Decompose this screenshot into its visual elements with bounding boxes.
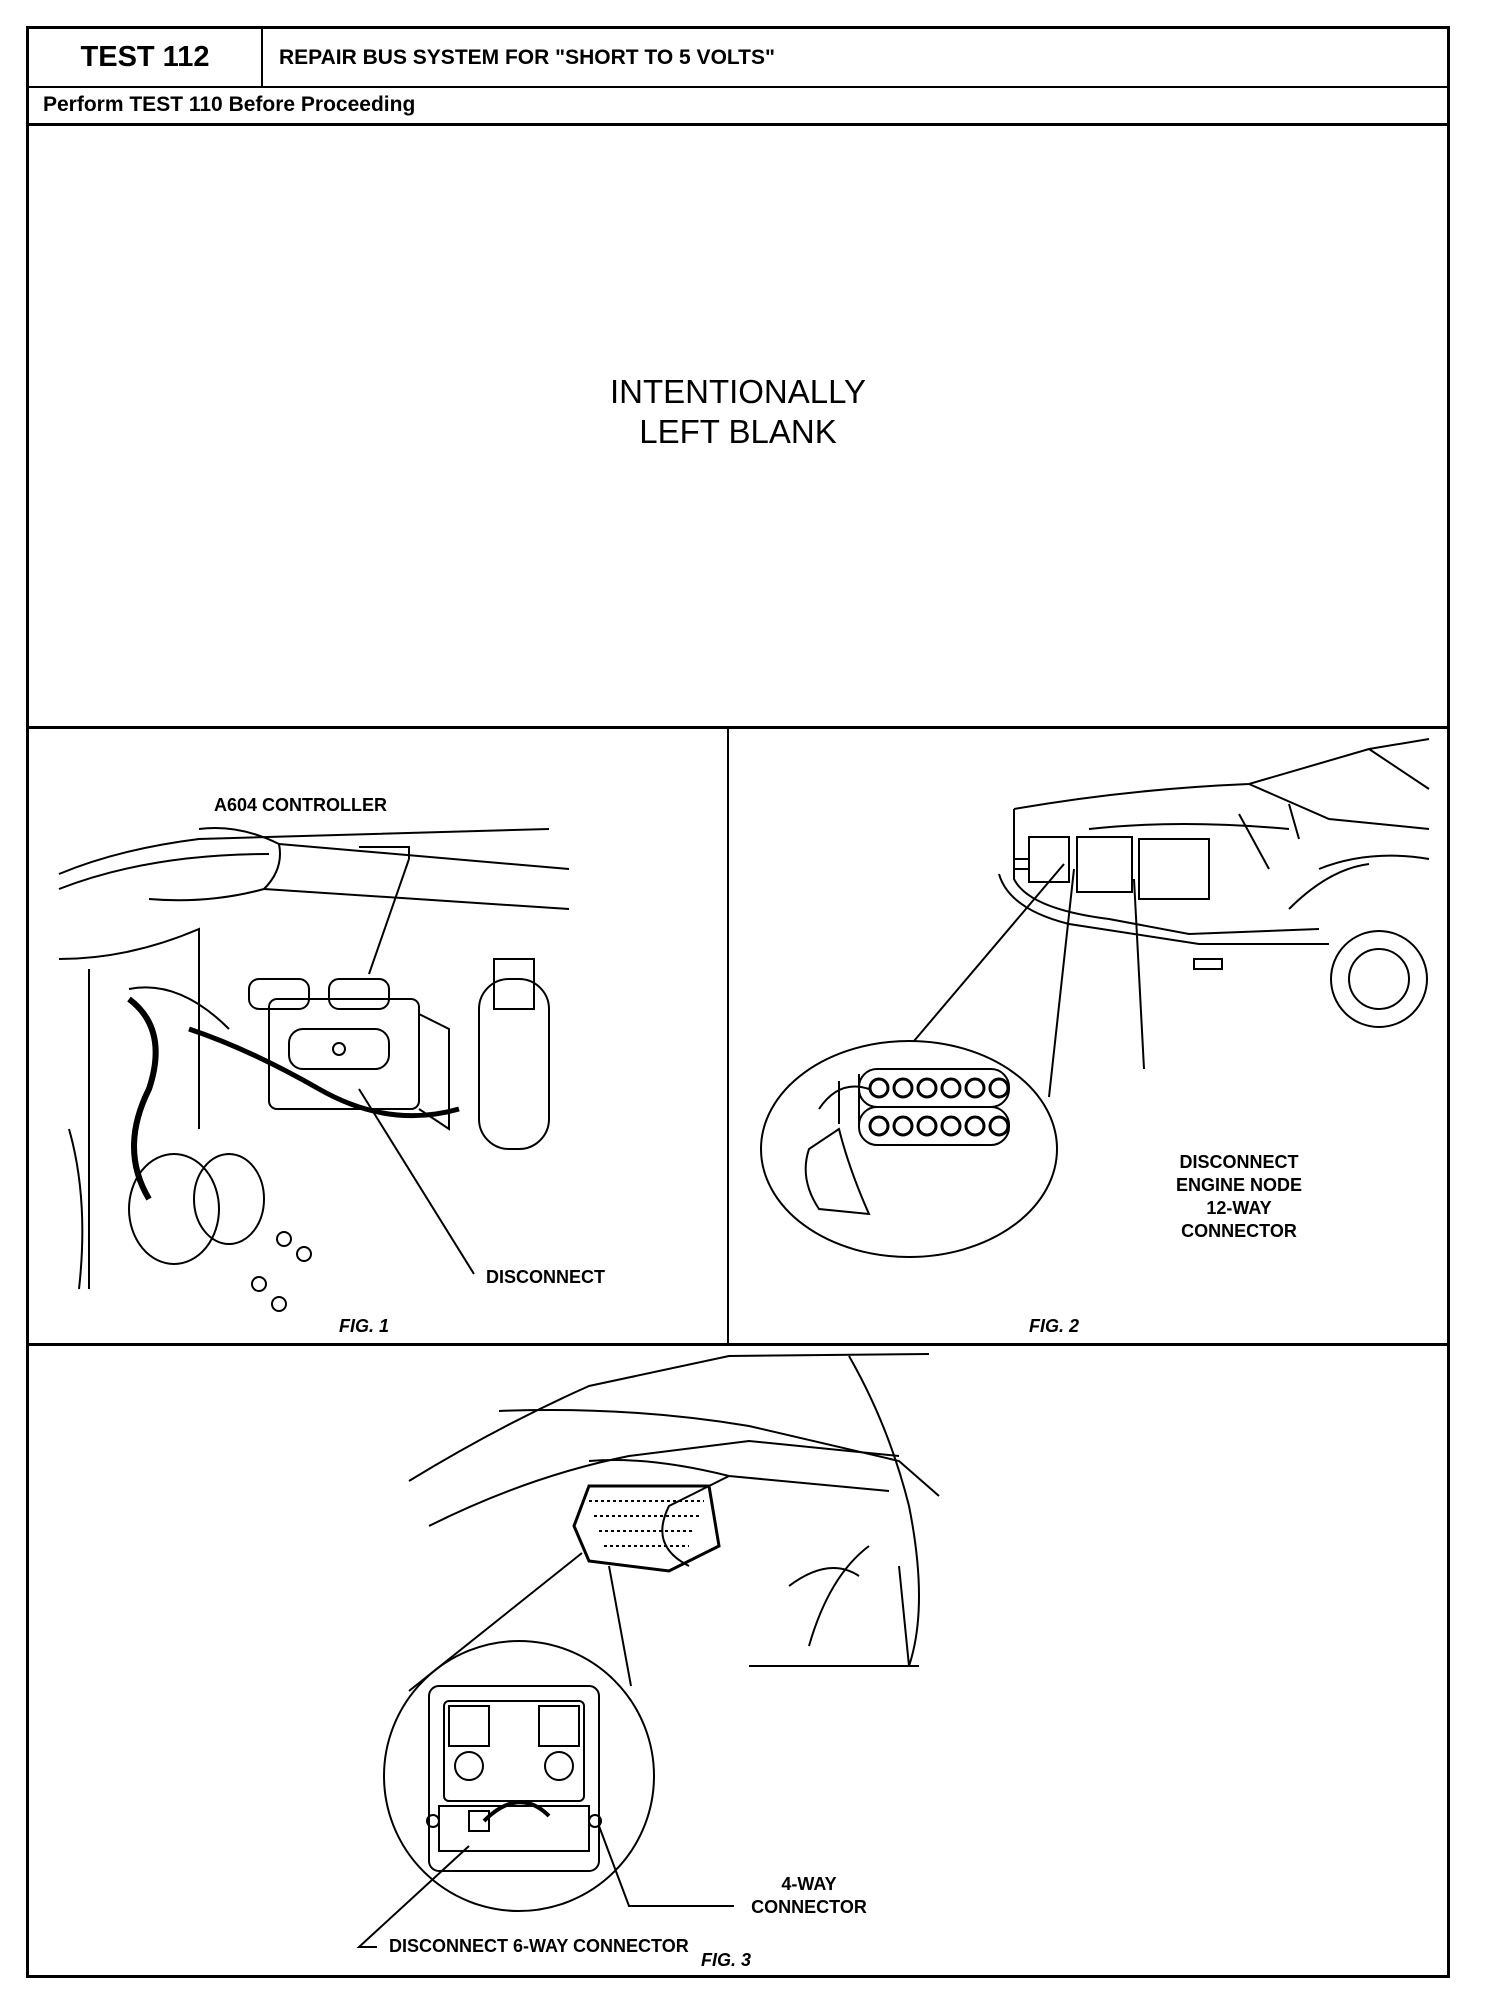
figure-2-panel: DISCONNECT ENGINE NODE 12-WAY CONNECTOR …: [729, 729, 1447, 1343]
label-4-way-connector: 4-WAY CONNECTOR: [751, 1874, 867, 1917]
label-disconnect: DISCONNECT: [486, 1267, 606, 1287]
caption-fig-1: FIG. 1: [339, 1316, 390, 1336]
caption-fig-3: FIG. 3: [701, 1950, 752, 1970]
blank-notice-line1: INTENTIONALLY: [609, 373, 867, 410]
figure-1-illustration: [58, 827, 570, 1312]
figure-1-panel: A604 CONTROLLER DISCONNECT FIG. 1: [29, 729, 729, 1343]
figure-3-panel: 4-WAY CONNECTOR DISCONNECT 6-WAY CONNECT…: [29, 1346, 1447, 1976]
header-row: TEST 112 REPAIR BUS SYSTEM FOR "SHORT TO…: [29, 29, 1447, 88]
blank-notice: INTENTIONALLY LEFT BLANK: [29, 372, 1447, 452]
figure-row: A604 CONTROLLER DISCONNECT FIG. 1: [29, 729, 1447, 1346]
blank-notice-line2: LEFT BLANK: [639, 413, 837, 450]
test-number: TEST 112: [29, 29, 263, 86]
test-title: REPAIR BUS SYSTEM FOR "SHORT TO 5 VOLTS": [279, 45, 775, 69]
label-disconnect-engine-node: DISCONNECT ENGINE NODE 12-WAY CONNECTOR: [1175, 1152, 1303, 1241]
figure-3-illustration: [356, 1353, 940, 1948]
figure-2-illustration: [760, 738, 1430, 1258]
prerequisite-note: Perform TEST 110 Before Proceeding: [29, 86, 1447, 126]
document-page: TEST 112 REPAIR BUS SYSTEM FOR "SHORT TO…: [26, 26, 1450, 1978]
label-a604-controller: A604 CONTROLLER: [214, 795, 388, 815]
caption-fig-2: FIG. 2: [1029, 1316, 1080, 1336]
label-disconnect-6-way-connector: DISCONNECT 6-WAY CONNECTOR: [389, 1936, 689, 1956]
connector-12-way-pins: [868, 878, 1145, 1137]
blank-panel: INTENTIONALLY LEFT BLANK: [29, 126, 1447, 729]
